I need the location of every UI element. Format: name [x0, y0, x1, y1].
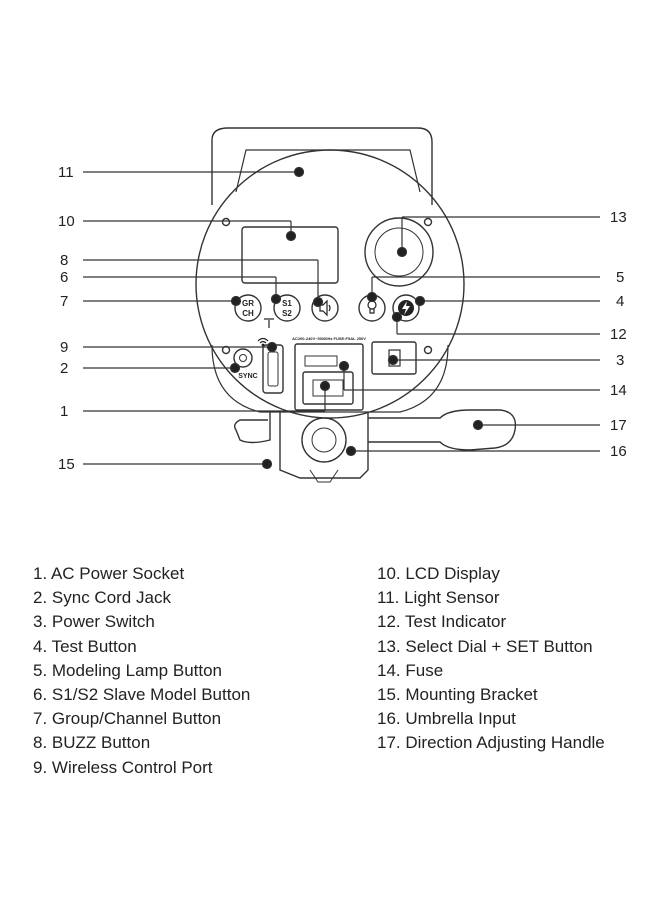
legend-right: 10. LCD Display 11. Light Sensor 12. Tes… [377, 562, 605, 756]
sync-label: SYNC [238, 373, 257, 380]
bulb-icon [367, 300, 377, 314]
mounting-bracket [233, 412, 271, 444]
callout-5: 5 [616, 269, 624, 286]
gr-label-top: GR [242, 299, 254, 308]
legend-item: 3. Power Switch [33, 612, 155, 632]
legend-item: 1. AC Power Socket [33, 564, 185, 583]
legend-item: 4. Test Button [33, 636, 137, 656]
power-switch[interactable] [371, 341, 417, 375]
speaker-icon [319, 299, 331, 317]
legend-item: 5. Modeling Lamp Button [33, 660, 223, 680]
power-socket-panel [294, 343, 364, 411]
power-spec-label: AC200-240V~50/60Hz FUSE:F5AL 250V [292, 336, 366, 341]
legend-item: 15. Mounting Bracket [377, 685, 538, 705]
legend-item: 11. Light Sensor [377, 588, 500, 608]
legend-item: 8. BUZZ Button [33, 733, 151, 753]
s1-s2-button[interactable] [273, 294, 301, 322]
callout-11: 11 [58, 164, 74, 181]
legend-item: 17. Direction Adjusting Handle [377, 733, 605, 753]
antenna-icon [264, 318, 274, 328]
callout-6: 6 [60, 269, 68, 286]
callout-3: 3 [616, 352, 624, 369]
lcd-display [241, 226, 339, 284]
callout-1: 1 [60, 403, 68, 420]
callout-10: 10 [58, 213, 75, 230]
callout-4: 4 [616, 293, 624, 310]
callout-8: 8 [60, 252, 68, 269]
select-dial[interactable] [364, 217, 434, 287]
callout-14: 14 [610, 382, 627, 399]
sync-jack[interactable] [233, 348, 253, 368]
callout-2: 2 [60, 360, 68, 377]
fuse-holder [304, 355, 338, 367]
ac-power-socket[interactable] [302, 371, 354, 405]
legend-item: 10. LCD Display [377, 564, 500, 583]
callout-17: 17 [610, 417, 627, 434]
s2-label: S2 [282, 309, 292, 318]
direction-handle[interactable] [368, 409, 517, 451]
legend-item: 7. Group/Channel Button [33, 709, 222, 729]
callout-12: 12 [610, 326, 627, 343]
callout-15: 15 [58, 456, 75, 473]
carry-handle [211, 127, 433, 205]
callout-7: 7 [60, 293, 68, 310]
strobe-rear-diagram: GR CH S1 S2 SYNC AC200-240V~50/60Hz FUSE… [58, 127, 627, 483]
callout-9: 9 [60, 339, 68, 356]
legend-item: 14. Fuse [377, 660, 444, 680]
legend-item: 16. Umbrella Input [377, 709, 516, 729]
legend-left: 1. AC Power Socket 2. Sync Cord Jack 3. … [33, 562, 250, 780]
legend-item: 12. Test Indicator [377, 612, 507, 632]
strobe-body [195, 149, 465, 419]
ch-label-bottom: CH [242, 309, 254, 318]
legend-item: 6. S1/S2 Slave Model Button [33, 685, 251, 705]
legend-item: 2. Sync Cord Jack [33, 588, 171, 608]
callout-16: 16 [610, 443, 627, 460]
wifi-icon [257, 337, 269, 347]
lightning-icon [398, 300, 414, 316]
callout-13: 13 [610, 209, 627, 226]
s1-label: S1 [282, 299, 292, 308]
test-button[interactable] [392, 294, 420, 322]
buzz-button[interactable] [311, 294, 339, 322]
legend-item: 13. Select Dial + SET Button [377, 636, 593, 656]
legend-item: 9. Wireless Control Port [33, 757, 213, 777]
group-channel-button[interactable] [234, 294, 262, 322]
umbrella-input [301, 417, 347, 463]
